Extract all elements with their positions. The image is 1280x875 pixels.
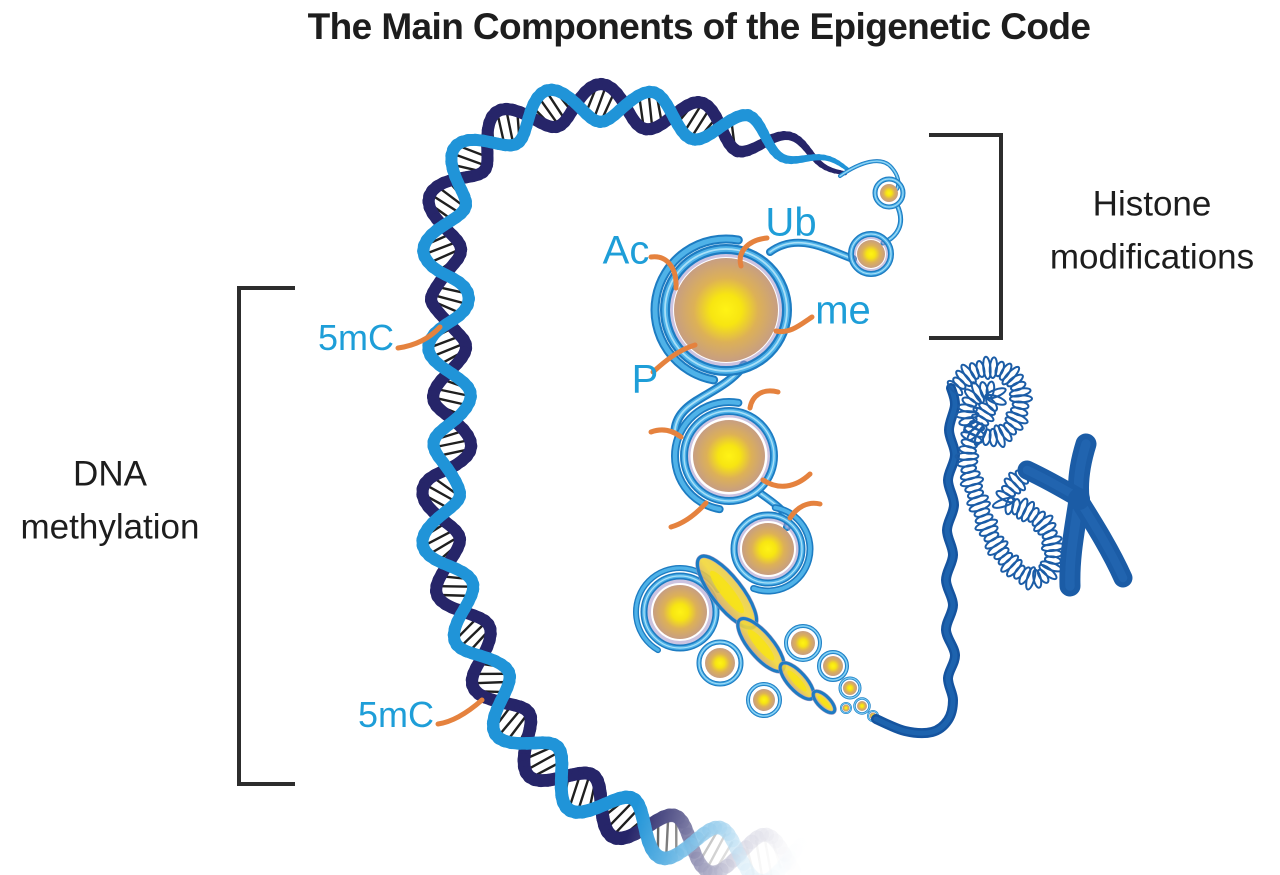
dna-double-helix [416,77,849,875]
modification-tails [395,235,823,727]
condensed-chromatin [871,355,1133,739]
dna-methylation-label: DNA methylation [21,449,200,554]
chromosome [1017,433,1133,597]
histone-modifications-bracket [929,133,1003,340]
acetylation-label: Ac [602,228,650,273]
5mc-label-bottom: 5mC [357,694,435,735]
histone-modifications-line2: modifications [1049,237,1255,276]
nucleosomes [633,176,906,722]
helix-fade [620,735,925,875]
dna-methylation-line2: methylation [20,507,200,546]
chromatin-coil [946,355,1066,591]
diagram-title: The Main Components of the Epigenetic Co… [307,6,1091,47]
chromatin-lens [811,689,837,715]
phosphorylation-label: P [631,357,659,402]
ubiquitination-label: Ub [765,200,817,245]
5mc-label-top: 5mC [317,317,395,358]
methylation-tag-label: me [815,288,871,333]
30nm-fiber [871,383,961,739]
dna-methylation-line1: DNA [73,454,147,494]
histone-modifications-label: Histone modifications [1050,179,1254,284]
histone-modifications-line1: Histone [1092,184,1212,224]
dna-methylation-bracket [237,286,295,786]
